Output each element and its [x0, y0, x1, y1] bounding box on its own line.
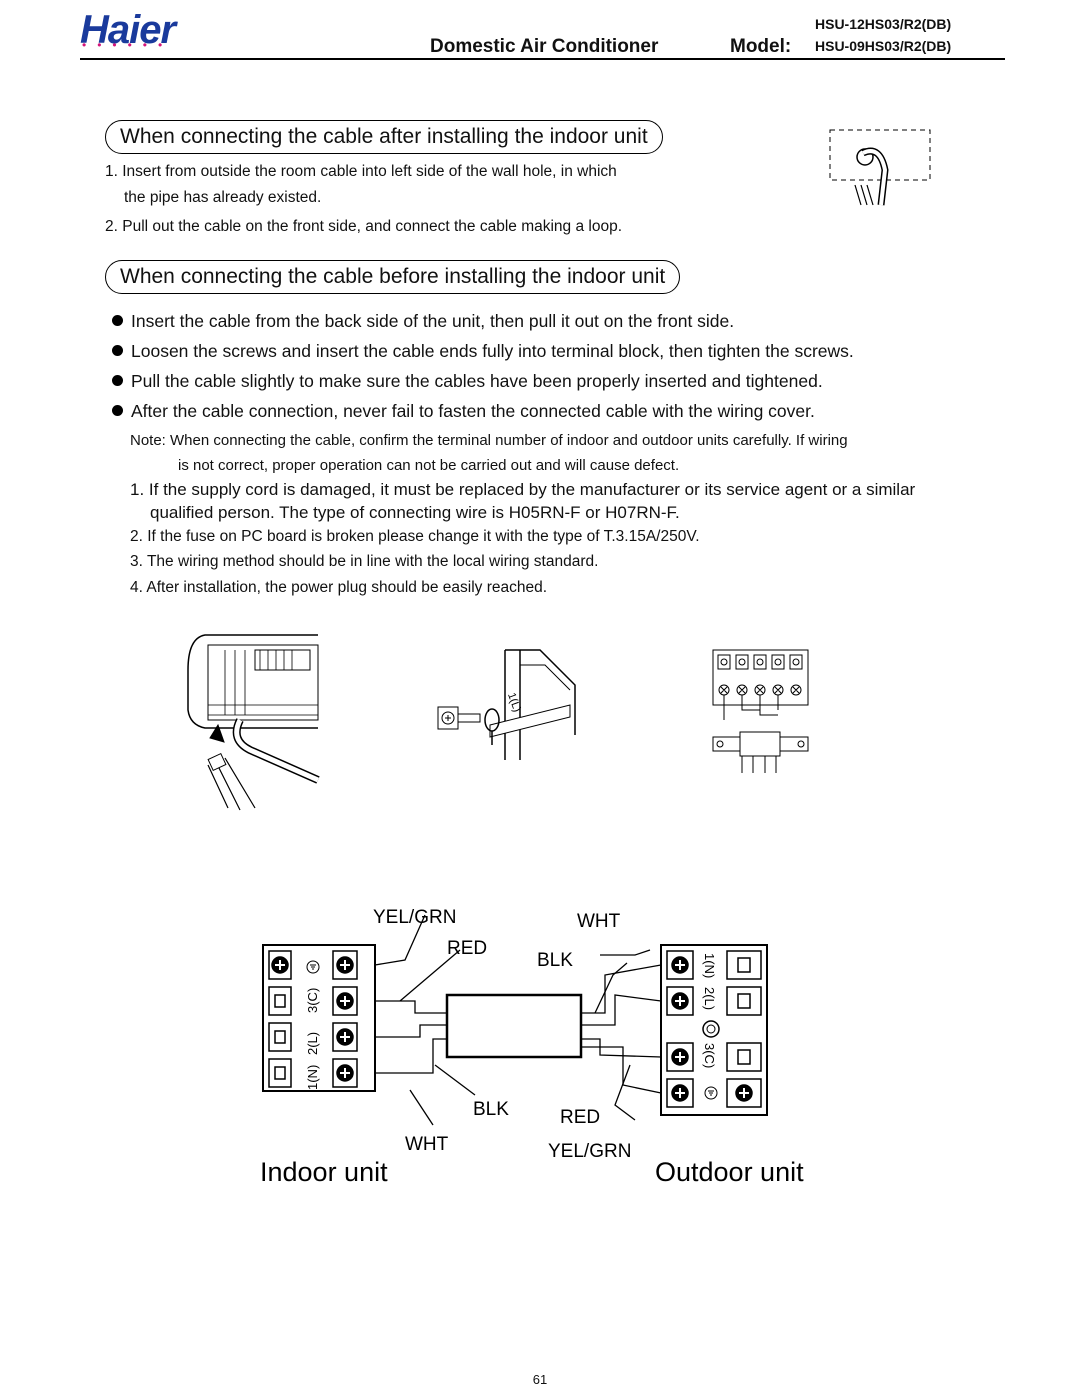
section-title-before-install: When connecting the cable before install…	[105, 260, 681, 294]
item-1-line-2: qualified person. The type of connecting…	[150, 503, 680, 522]
bullet-text: After the cable connection, never fail t…	[131, 401, 815, 421]
haier-logo: Haier	[80, 8, 176, 52]
step-2: 2. Pull out the cable on the front side,…	[105, 218, 623, 235]
bullet-item: After the cable connection, never fail t…	[112, 396, 815, 426]
wire-label-yel-grn: YEL/GRN	[373, 907, 456, 928]
outdoor-unit-label: Outdoor unit	[655, 1157, 804, 1187]
wire-label-blk: BLK	[473, 1099, 509, 1120]
model-label: Model:	[730, 36, 792, 57]
logo-dots-decoration: ••••••	[82, 38, 174, 52]
indoor-terminal-label: 2(L)	[305, 1032, 320, 1055]
model-number-2: HSU-09HS03/R2(DB)	[815, 38, 952, 54]
indoor-terminal-label: 1(N)	[305, 1065, 320, 1090]
note-line-2: is not correct, proper operation can not…	[178, 457, 680, 474]
wire-label-wht: WHT	[405, 1134, 449, 1155]
wire-label-yel-grn: YEL/GRN	[548, 1141, 631, 1162]
page-number: 61	[532, 1372, 548, 1387]
bullet-icon	[112, 345, 123, 356]
wire-label-wht: WHT	[577, 911, 621, 932]
section-title-after-install: When connecting the cable after installi…	[105, 120, 663, 154]
header-rule	[80, 58, 1005, 60]
indoor-unit-cable-illustration	[187, 634, 320, 811]
bullet-item: Loosen the screws and insert the cable e…	[112, 336, 854, 366]
bullet-text: Insert the cable from the back side of t…	[131, 311, 735, 331]
bullet-icon	[112, 375, 123, 386]
outdoor-terminal-label: 2(L)	[702, 987, 717, 1010]
wire-label-red: RED	[560, 1107, 600, 1128]
wiring-diagram: 3(C) 2(L) 1(N) 1(N) 2(L) 3(C)	[260, 907, 804, 1187]
bullet-icon	[112, 405, 123, 416]
document-subtitle: Domestic Air Conditioner	[430, 36, 659, 57]
bullet-item: Insert the cable from the back side of t…	[112, 306, 734, 336]
outdoor-terminal-label: 3(C)	[702, 1043, 717, 1068]
bullet-text: Pull the cable slightly to make sure the…	[131, 371, 823, 391]
bullet-icon	[112, 315, 123, 326]
outdoor-terminal-block	[660, 944, 768, 1116]
bullet-item: Pull the cable slightly to make sure the…	[112, 366, 823, 396]
item-2: 2. If the fuse on PC board is broken ple…	[130, 528, 700, 545]
item-4: 4. After installation, the power plug sh…	[130, 579, 548, 596]
item-3: 3. The wiring method should be in line w…	[130, 553, 599, 570]
indoor-terminal-label: 3(C)	[305, 988, 320, 1013]
note-line-1: Note: When connecting the cable, confirm…	[130, 432, 848, 449]
wall-hole-illustration	[829, 129, 931, 206]
ground-icon	[704, 1086, 718, 1100]
wire-label-red: RED	[447, 938, 487, 959]
model-number-1: HSU-12HS03/R2(DB)	[815, 16, 952, 32]
terminal-screw-illustration: 1(L)	[437, 649, 576, 760]
bullet-text: Loosen the screws and insert the cable e…	[131, 341, 854, 361]
indoor-unit-label: Indoor unit	[260, 1157, 388, 1187]
item-1-line-1: 1. If the supply cord is damaged, it mus…	[130, 480, 916, 499]
terminal-block-illustration	[712, 649, 809, 773]
outdoor-terminal-label: 1(N)	[702, 953, 717, 978]
indoor-terminal-block	[262, 944, 376, 1092]
wire-label-blk: BLK	[537, 950, 573, 971]
ground-icon	[306, 960, 320, 974]
step-1-line-2: the pipe has already existed.	[124, 189, 322, 206]
step-1-line-1: 1. Insert from outside the room cable in…	[105, 163, 617, 180]
connecting-cable	[445, 993, 583, 1059]
